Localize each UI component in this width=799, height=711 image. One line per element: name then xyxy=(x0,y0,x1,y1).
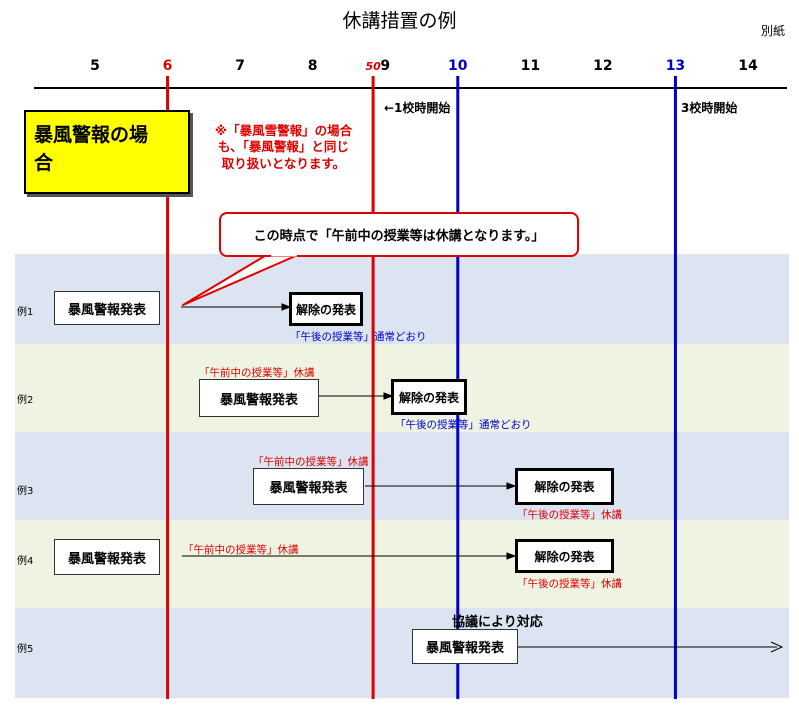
arrows xyxy=(181,303,784,653)
tick-label-11: 11 xyxy=(520,58,541,74)
ex4-afternoon-note: 「午後の授業等」休講 xyxy=(517,578,622,590)
scenario-box: 暴風警報の場 合 xyxy=(24,110,190,194)
tick-label-9: 9 xyxy=(380,58,391,74)
tick-label-8: 8 xyxy=(307,58,318,74)
ex5-consult-heading: 協議により対応 xyxy=(452,615,543,630)
tick-label-6: 6 xyxy=(162,58,173,74)
ex3-issue-box: 暴風警報発表 xyxy=(253,468,364,505)
arrowhead-ex4 xyxy=(506,552,517,560)
callout-box: この時点で「午前中の授業等は休講となります。」 xyxy=(219,212,579,257)
ex2-afternoon-note: 「午後の授業等」通常どおり xyxy=(395,419,532,431)
ex1-release-box: 解除の発表 xyxy=(289,292,363,326)
example-3-label: 例3 xyxy=(17,486,34,497)
example-5-label: 例5 xyxy=(17,644,34,655)
period1-start-label: ←1校時開始 xyxy=(384,101,451,115)
arrowhead-ex3 xyxy=(506,482,517,490)
example-1-label: 例1 xyxy=(17,307,34,318)
blizzard-note: ※「暴風雪警報」の場合 も、「暴風警報」と同じ 取り扱いとなります。 xyxy=(196,123,371,172)
ex2-morning-note: 「午前中の授業等」休講 xyxy=(199,367,315,379)
row-band-3 xyxy=(15,432,789,520)
tick-label-14: 14 xyxy=(738,58,758,74)
arrowhead-ex5 xyxy=(770,641,784,653)
tick-label-7: 7 xyxy=(235,58,245,74)
ex4-release-box: 解除の発表 xyxy=(515,539,614,573)
tick-label-13: 13 xyxy=(665,58,686,74)
scenario-line1: 暴風警報の場 xyxy=(34,124,149,146)
blizzard-note-line2: も、「暴風警報」と同じ xyxy=(218,139,349,155)
row-band-5 xyxy=(15,608,789,698)
example-4-label: 例4 xyxy=(17,556,34,567)
blizzard-note-line1: ※「暴風雪警報」の場合 xyxy=(214,123,353,138)
ex5-issue-box: 暴風警報発表 xyxy=(412,629,518,664)
period3-start-label: 3校時開始 xyxy=(681,101,738,115)
page-title: 休講措置の例 xyxy=(342,10,457,32)
ex3-morning-note: 「午前中の授業等」休講 xyxy=(253,456,369,468)
tick-label-10: 10 xyxy=(448,58,468,74)
ex1-issue-box: 暴風警報発表 xyxy=(54,291,160,325)
arrowhead-ex1 xyxy=(281,303,292,311)
tick-label-5: 5 xyxy=(90,58,100,74)
example-2-label: 例2 xyxy=(17,395,34,406)
ex4-morning-note: 「午前中の授業等」休講 xyxy=(183,544,299,556)
attachment-label: 別紙 xyxy=(760,24,785,38)
ex4-issue-box: 暴風警報発表 xyxy=(54,539,160,575)
ex2-issue-box: 暴風警報発表 xyxy=(199,379,319,417)
scenario-line2: 合 xyxy=(34,151,54,174)
tick-label-12: 12 xyxy=(593,58,613,74)
ex1-afternoon-note: 「午後の授業等」通常どおり xyxy=(290,331,427,343)
tick-label-50: 50 xyxy=(365,60,381,73)
ex3-afternoon-note: 「午後の授業等」休講 xyxy=(517,509,622,521)
ex3-release-box: 解除の発表 xyxy=(515,468,614,505)
ex2-release-box: 解除の発表 xyxy=(391,379,467,415)
arrowhead-ex2 xyxy=(383,392,394,400)
blizzard-note-line3: 取り扱いとなります。 xyxy=(221,155,346,171)
